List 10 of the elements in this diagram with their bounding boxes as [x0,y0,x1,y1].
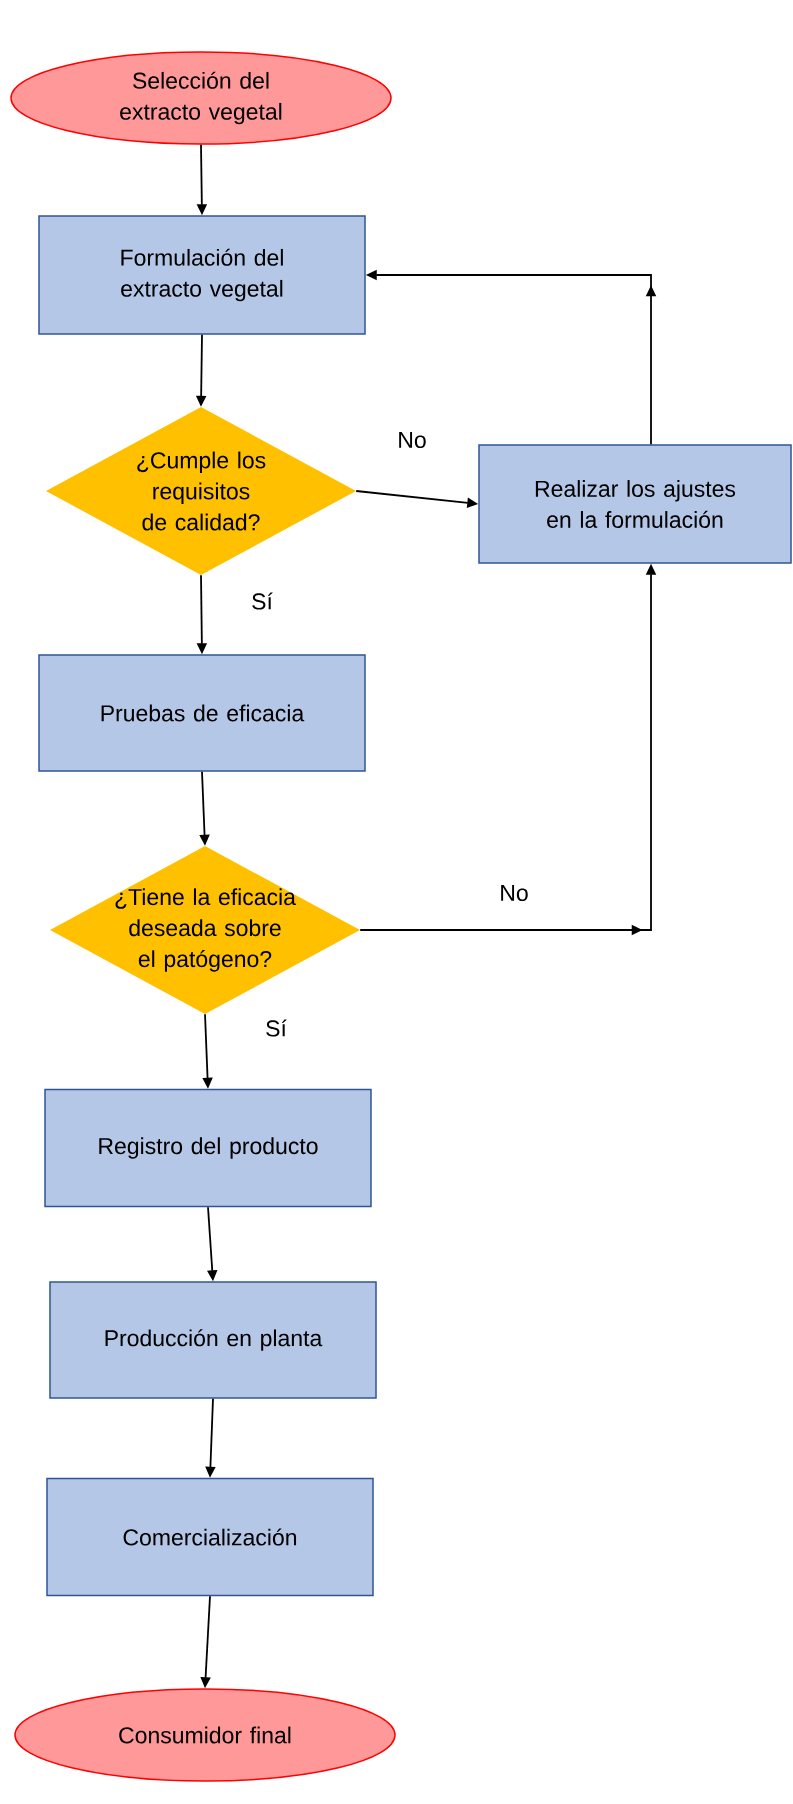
edge-label: Sí [264,1018,288,1038]
edge-label: No [498,884,530,903]
process-box: Pruebas de eficacia [38,654,366,772]
edge-label: No [396,431,428,450]
process-box: Registro del producto [44,1088,372,1208]
process-box: Producción en planta [49,1281,377,1399]
process-box: Formulación del extracto vegetal [38,215,366,335]
process-box: Realizar los ajustes en la formulación [478,444,792,564]
edge-label: Sí [250,591,274,611]
process-box: Comercialización [46,1477,374,1597]
